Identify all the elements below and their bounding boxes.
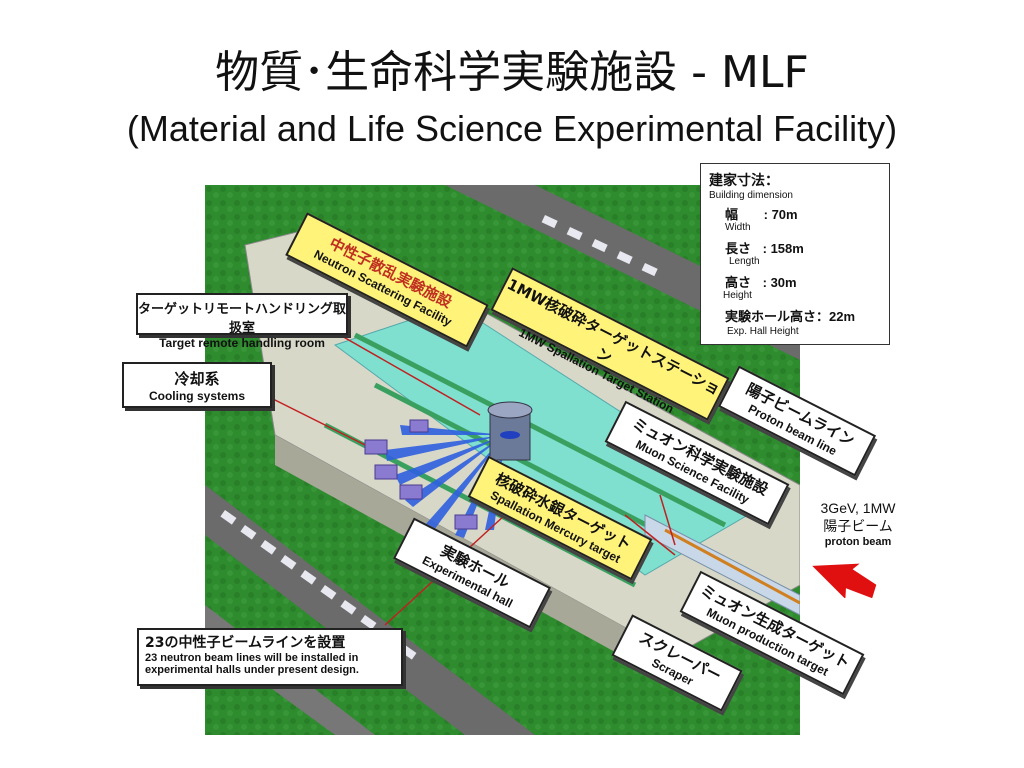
dim-length: 長さ : 158m — [725, 241, 804, 257]
dim-length-en: Length — [729, 256, 760, 267]
proton-beam-path — [664, 528, 800, 605]
dim-heading: 建家寸法： — [709, 173, 779, 189]
dim-heading-en: Building dimension — [709, 190, 793, 201]
dim-width: 幅 : 70m — [725, 207, 798, 223]
building-dimension-box: 建家寸法： Building dimension 幅 : 70m Width 長… — [700, 163, 890, 345]
proton-beam-label: 3GeV, 1MW 陽子ビーム proton beam — [820, 500, 896, 548]
callout-neutron-beamlines: 23の中性子ビームラインを設置 23 neutron beam lines wi… — [137, 628, 403, 686]
page-title: 物質･生命科学実験施設 - MLF — [215, 47, 809, 98]
beam-direction-arrow — [812, 563, 877, 598]
road-bottom — [205, 485, 535, 735]
page-subtitle: (Material and Life Science Experimental … — [126, 108, 898, 149]
dim-width-en: Width — [725, 222, 751, 233]
target-station — [487, 401, 533, 461]
dim-height-en: Height — [723, 290, 752, 301]
callout-cooling: 冷却系 Cooling systems — [122, 362, 272, 408]
callout-remote-handling: ターゲットリモートハンドリング取扱室 Target remote handlin… — [136, 293, 348, 350]
dim-height: 高さ : 30m — [725, 275, 797, 291]
dim-hall: 実験ホール高さ：22m — [725, 309, 856, 325]
dim-hall-en: Exp. Hall Height — [727, 326, 799, 337]
instrument-modules — [364, 419, 478, 530]
